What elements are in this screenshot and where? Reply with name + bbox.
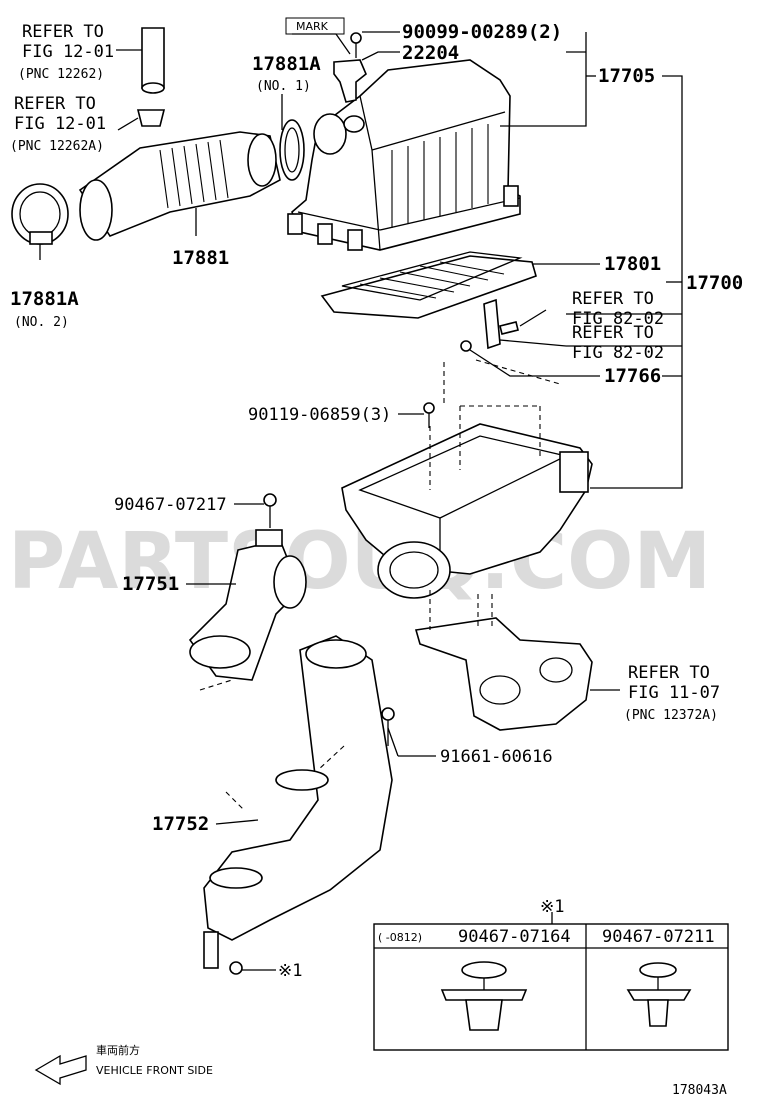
- label-17881a-no1-sub: (NO. 1): [256, 79, 311, 94]
- bracket-17766: [460, 298, 519, 352]
- front-label-en: VEHICLE FRONT SIDE: [96, 1064, 213, 1077]
- intake-hose: [78, 131, 281, 241]
- bolt-91661: [381, 707, 395, 746]
- assembly-dashed-lines: [199, 679, 345, 811]
- label-90467-07217: 90467-07217: [114, 495, 227, 515]
- svg-text:REFER TO: REFER TO: [572, 289, 654, 309]
- label-17881a-no1: 17881A: [252, 53, 321, 75]
- clip-x1: [229, 961, 243, 975]
- ref-fig12-top: REFER TO FIG 12-01 (PNC 12262): [18, 22, 114, 82]
- bolt-90467-07217: [263, 493, 277, 528]
- air-cleaner-cap: [287, 59, 521, 251]
- table-note: ※1: [540, 897, 564, 917]
- mark-box: MARK: [285, 17, 351, 55]
- pipe-12262: [136, 27, 166, 127]
- air-filter-element: [320, 251, 537, 319]
- svg-text:REFER TO: REFER TO: [22, 22, 104, 42]
- label-91661: 91661-60616: [440, 747, 553, 767]
- ref-fig82-a: REFER TO FIG 82-02: [572, 289, 664, 329]
- front-label-jp: 車両前方: [96, 1043, 140, 1057]
- label-17752: 17752: [152, 813, 209, 835]
- label-17700: 17700: [686, 272, 743, 294]
- front-arrow-icon: [34, 1054, 87, 1086]
- watermark: PARTSOUQ.COM: [8, 517, 711, 607]
- air-flow-sensor: [333, 32, 367, 103]
- svg-text:(PNC 12372A): (PNC 12372A): [624, 708, 718, 723]
- intake-pipe-17752: [203, 635, 393, 969]
- bracket-12372a: [414, 590, 593, 731]
- ref-fig12-mid: REFER TO FIG 12-01 (PNC 12262A): [10, 94, 106, 154]
- svg-text:FIG 12-01: FIG 12-01: [22, 42, 114, 62]
- svg-text:(PNC 12262A): (PNC 12262A): [10, 139, 104, 154]
- ref-fig82-b: REFER TO FIG 82-02: [572, 323, 664, 363]
- bolt-90119: [423, 402, 435, 428]
- clip-drawing-07211: [626, 962, 692, 1027]
- label-17881a-no2-sub: (NO. 2): [14, 315, 69, 330]
- intake-pipe-17751: [188, 529, 307, 681]
- svg-text:(PNC 12262): (PNC 12262): [18, 67, 104, 82]
- leader-lines: [39, 31, 683, 971]
- label-17705: 17705: [598, 65, 655, 87]
- air-cleaner-case: [341, 359, 593, 599]
- clip-drawing-07164: [440, 961, 528, 1031]
- vehicle-front-indicator: 車両前方 VEHICLE FRONT SIDE: [34, 1043, 213, 1086]
- table-col1-part: 90467-07164: [458, 927, 571, 947]
- variant-table: ※1 ( -0812) 90467-07164 90467-07211: [373, 897, 729, 1051]
- table-col2-part: 90467-07211: [602, 927, 715, 947]
- svg-text:FIG 12-01: FIG 12-01: [14, 114, 106, 134]
- hose-clamp-no1: [279, 119, 305, 181]
- svg-text:FIG 11-07: FIG 11-07: [628, 683, 720, 703]
- svg-text:FIG 82-02: FIG 82-02: [572, 309, 664, 329]
- label-17751: 17751: [122, 573, 179, 595]
- label-22204: 22204: [402, 42, 459, 64]
- label-17881a-no2: 17881A: [10, 288, 79, 310]
- svg-text:MARK: MARK: [296, 20, 329, 33]
- label-x1-clip: ※1: [278, 961, 302, 981]
- svg-text:REFER TO: REFER TO: [14, 94, 96, 114]
- label-90119: 90119-06859(3): [248, 405, 391, 425]
- svg-text:FIG 82-02: FIG 82-02: [572, 343, 664, 363]
- hose-clamp-no2: [11, 183, 69, 245]
- label-17881: 17881: [172, 247, 229, 269]
- label-17801: 17801: [604, 253, 661, 275]
- diagram-id: 178043A: [672, 1083, 727, 1098]
- label-17766: 17766: [604, 365, 661, 387]
- svg-text:REFER TO: REFER TO: [572, 323, 654, 343]
- svg-text:REFER TO: REFER TO: [628, 663, 710, 683]
- label-90099: 90099-00289(2): [402, 21, 562, 43]
- ref-fig11: REFER TO FIG 11-07 (PNC 12372A): [624, 663, 720, 723]
- table-col1-prefix: ( -0812): [378, 931, 422, 944]
